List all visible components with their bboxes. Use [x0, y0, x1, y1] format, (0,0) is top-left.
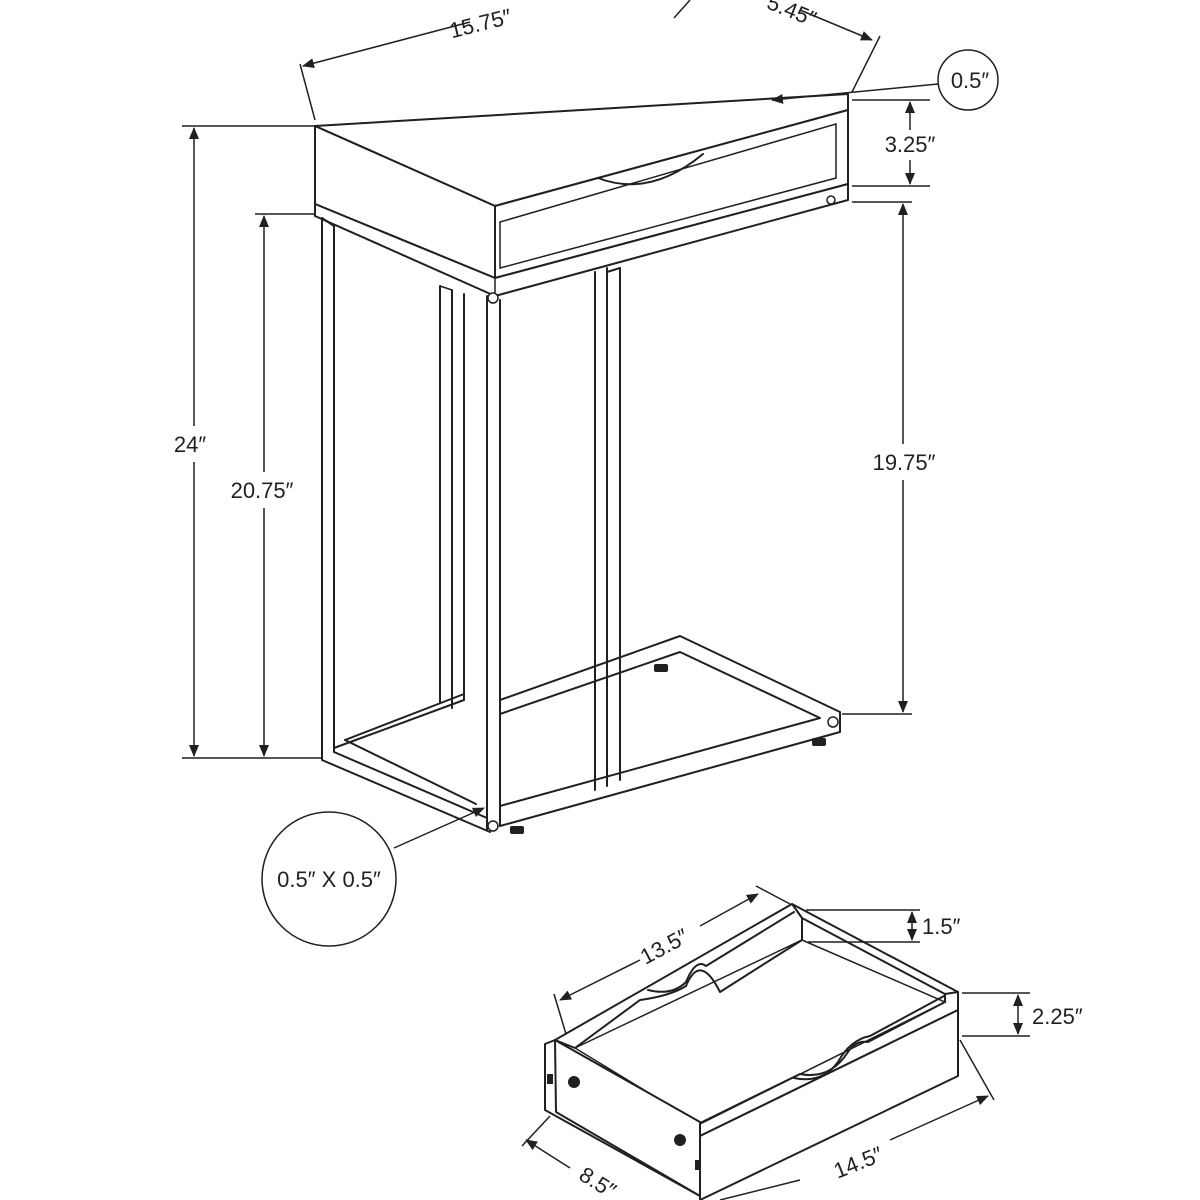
clearance-height-label: 19.75″ — [873, 450, 936, 475]
top-thickness-label: 0.5″ — [951, 68, 990, 93]
table-dimension-lines — [182, 0, 999, 947]
drawer-front-height-label: 3.25″ — [885, 132, 936, 157]
overall-height-label: 24″ — [174, 432, 206, 457]
drawer-dimension-lines — [521, 885, 1030, 1200]
side-table-drawing — [314, 93, 849, 834]
drawer-length-label: 13.5″ — [636, 923, 693, 969]
top-depth-label: 5.45″ — [764, 0, 820, 32]
dimension-labels: 15.75″ 5.45″ 0.5″ 3.25″ 24″ 20.75″ 19.75… — [174, 0, 1083, 1200]
tube-size-label: 0.5″ X 0.5″ — [277, 867, 381, 892]
top-width-label: 15.75″ — [447, 4, 514, 44]
frame-height-label: 20.75″ — [231, 478, 294, 503]
drawer-width-label: 14.5″ — [830, 1141, 886, 1183]
drawer-drawing — [544, 903, 959, 1200]
drawer-depth-label: 8.5″ — [575, 1162, 621, 1200]
drawer-front-panel-height-label: 2.25″ — [1032, 1004, 1083, 1029]
drawer-side-height-label: 1.5″ — [922, 914, 961, 939]
